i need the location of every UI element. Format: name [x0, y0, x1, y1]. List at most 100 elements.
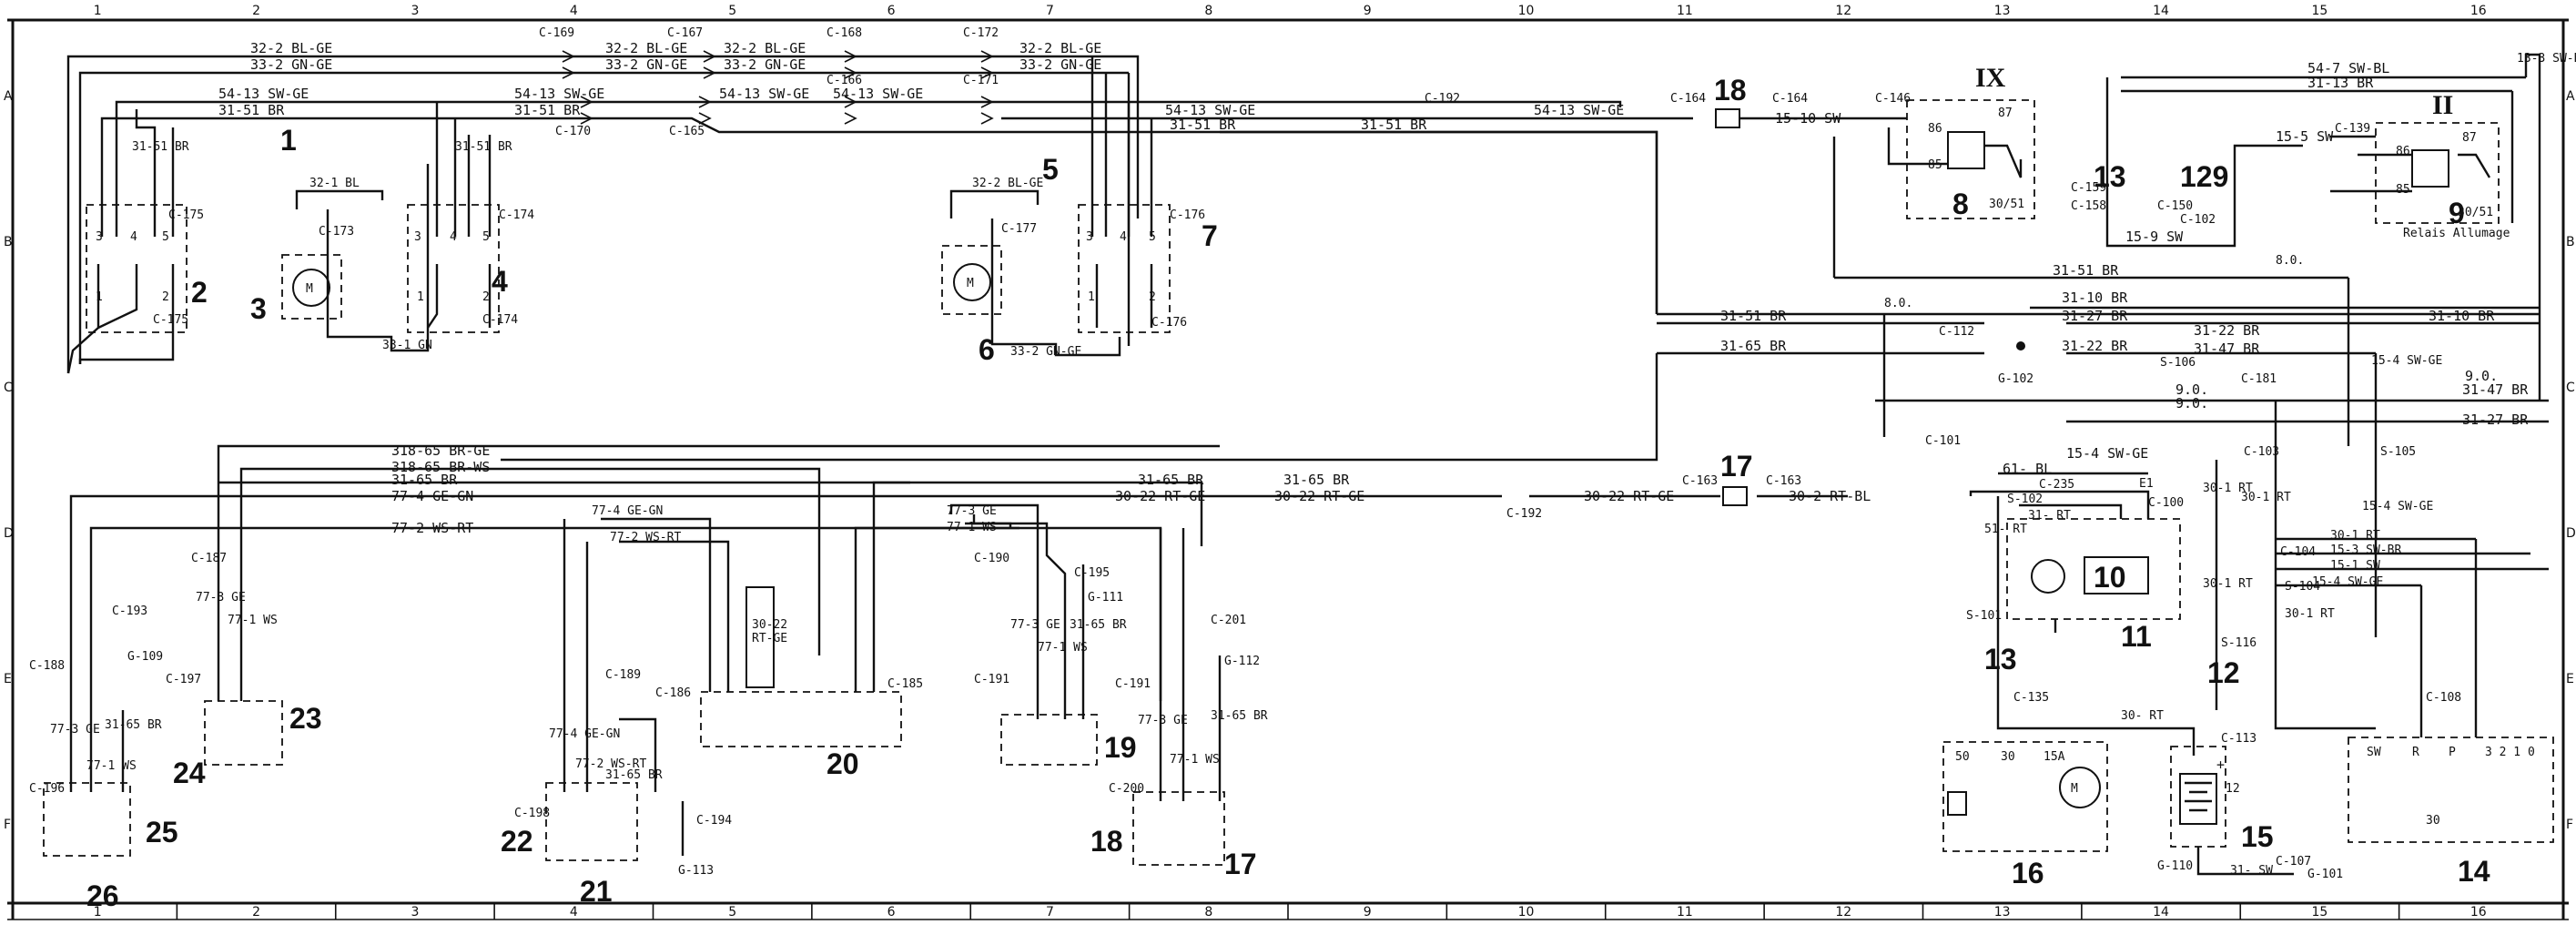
connector-label: C-197	[166, 673, 201, 686]
wire-label: 77-4 GE-GN	[549, 727, 620, 741]
pin-label: 1	[96, 290, 103, 304]
wire-label: 8.0.	[2276, 254, 2304, 268]
pin-label: 86	[1928, 122, 1942, 136]
wire-label: 61- BL	[2003, 461, 2052, 477]
relay-label: IX	[1975, 63, 2006, 93]
wire-label: 31-22 BR	[2194, 322, 2260, 339]
grid-column-label: 15	[2312, 4, 2328, 18]
connector-label: C-150	[2157, 199, 2193, 213]
grid-column-label: 11	[1677, 905, 1693, 920]
relay-9: II 86 85 87 30/51 C-139 9 Relais Allumag…	[2330, 52, 2576, 401]
fuses-13-129: 54-7 SW-BL 31-13 BR 15-5 SW 15-9 SW C-15…	[2071, 60, 2526, 248]
wire-label: 77-2 WS-RT	[391, 520, 473, 536]
pin-label: 50	[1955, 750, 1970, 764]
wire-label: 77-4 GE-GN	[391, 488, 473, 504]
wire-label: 31-27 BR	[2062, 308, 2128, 324]
grid-row-label: E	[2566, 672, 2574, 686]
wire-label: 51- RT	[1984, 523, 2027, 536]
component-number: 129	[2180, 160, 2228, 193]
grid-row-label: E	[4, 672, 12, 686]
connector-label: C-101	[1925, 434, 1961, 448]
connector-label: C-170	[555, 125, 591, 138]
connector-label: C-175	[168, 208, 204, 222]
connector-label: G-111	[1088, 591, 1123, 605]
grid-column-label: 12	[1835, 4, 1851, 18]
wire-label: 77-2 WS-RT	[575, 757, 646, 771]
grid-column-label: 3	[411, 905, 419, 920]
grid-column-label: 14	[2153, 905, 2169, 920]
wire-label: 32-2 BL-GE	[1019, 40, 1101, 56]
fuse-18-top: 18 15-10 SW	[1714, 74, 1841, 128]
wire-label: 77-1 WS	[228, 614, 278, 627]
connector-label: C-108	[2426, 691, 2461, 705]
wire-label: 32-2 BL-GE	[250, 40, 332, 56]
connector-pin	[980, 50, 994, 63]
component-number: 10	[2094, 561, 2126, 594]
wire-label: 15-1 SW	[2330, 559, 2380, 573]
connector-label: C-188	[29, 659, 65, 673]
top-bus-labels: 32-2 BL-GE 33-2 GN-GE 54-13 SW-GE 31-51 …	[218, 40, 1624, 133]
wire-label: 77-3 GE	[196, 591, 246, 605]
wire-label: RT-GE	[752, 632, 787, 645]
connector-label: C-192	[1425, 92, 1460, 106]
grid-column-label: 10	[1518, 4, 1535, 18]
grid-row-label: D	[2566, 526, 2576, 541]
wire-label: 15-4 SW-GE	[2066, 445, 2148, 462]
component-number: 5	[1042, 153, 1059, 186]
wire-label: 9.0.	[2175, 381, 2208, 398]
battery-plus: +	[2216, 757, 2225, 773]
grid-row-label: C	[4, 381, 13, 395]
connector-label: C-164	[1772, 92, 1808, 106]
wire-label: 30-22 RT-GE	[1584, 488, 1674, 504]
connector-pin	[562, 66, 575, 79]
connector-label: C-102	[2180, 213, 2216, 227]
wire-label: 318-65 BR-GE	[391, 442, 490, 459]
connector-label: C-176	[1151, 316, 1187, 330]
wire-label: 31-65 BR	[1211, 709, 1268, 723]
wire-label: 31-51 BR	[1170, 117, 1236, 133]
wire-label: 15-4 SW-GE	[2362, 500, 2433, 513]
wire-label: 30-2 RT-BL	[1789, 488, 1871, 504]
connector-label: C-198	[514, 807, 550, 820]
pin-label: 1	[1088, 290, 1095, 304]
wire-label: 9.0.	[2465, 368, 2498, 384]
grid-column-label: 6	[887, 905, 896, 920]
connector-label: G-112	[1224, 655, 1260, 668]
connector-label: C-185	[887, 677, 923, 691]
connector-label: C-200	[1109, 782, 1144, 796]
grid-row-label: C	[2566, 381, 2575, 395]
grid-column-label: 14	[2153, 4, 2169, 18]
wire-label: 30-1 RT	[2285, 607, 2335, 621]
connector-label: C-167	[667, 26, 703, 40]
wire-label: 77-4 GE-GN	[592, 504, 663, 518]
grid-column-label: 4	[570, 4, 578, 18]
component-number: 8	[1952, 188, 1969, 220]
wire-label: 15-3 SW-BR	[2330, 544, 2401, 557]
top-connector-labels: C-169 C-167 C-168 C-172 C-171 C-166 C-17…	[539, 26, 1911, 138]
connector-label: S-101	[1966, 609, 2002, 623]
center-lower-components: 30-22 RT-GE 20 C-186 C-185 21 22 C-189 C…	[501, 481, 1019, 908]
connector-label: C-159	[2071, 181, 2106, 195]
wire-label: 31-65 BR	[1283, 472, 1350, 488]
grid-row-label: B	[4, 235, 13, 249]
connector-pin	[703, 50, 716, 63]
long-ground-labels: 31-51 BR	[1361, 117, 1427, 133]
connector-label: C-166	[827, 74, 862, 87]
wire-label: 31-10 BR	[2429, 308, 2495, 324]
switch-assembly-2: 31-51 BR 3 4 5 1 2 C-175 C-175 2 1	[66, 109, 297, 374]
component-number: 22	[501, 825, 533, 858]
connector-label: C-139	[2335, 122, 2370, 136]
connector-label: C-172	[963, 26, 999, 40]
connector-label: C-190	[974, 552, 1009, 565]
relay-8: IX 86 85 87 30/51 8	[1832, 63, 2035, 278]
connector-label: S-116	[2221, 636, 2257, 650]
component-number: 6	[979, 333, 995, 366]
connector-pin	[580, 96, 593, 108]
wire-label: 30-1 RT	[2203, 482, 2253, 495]
wire-label: 31- RT	[2028, 509, 2071, 523]
grid-row-label: F	[4, 818, 11, 832]
connector-label: C-135	[2013, 691, 2049, 705]
component-number: 19	[1104, 731, 1137, 764]
connector-label: G-113	[678, 864, 714, 878]
